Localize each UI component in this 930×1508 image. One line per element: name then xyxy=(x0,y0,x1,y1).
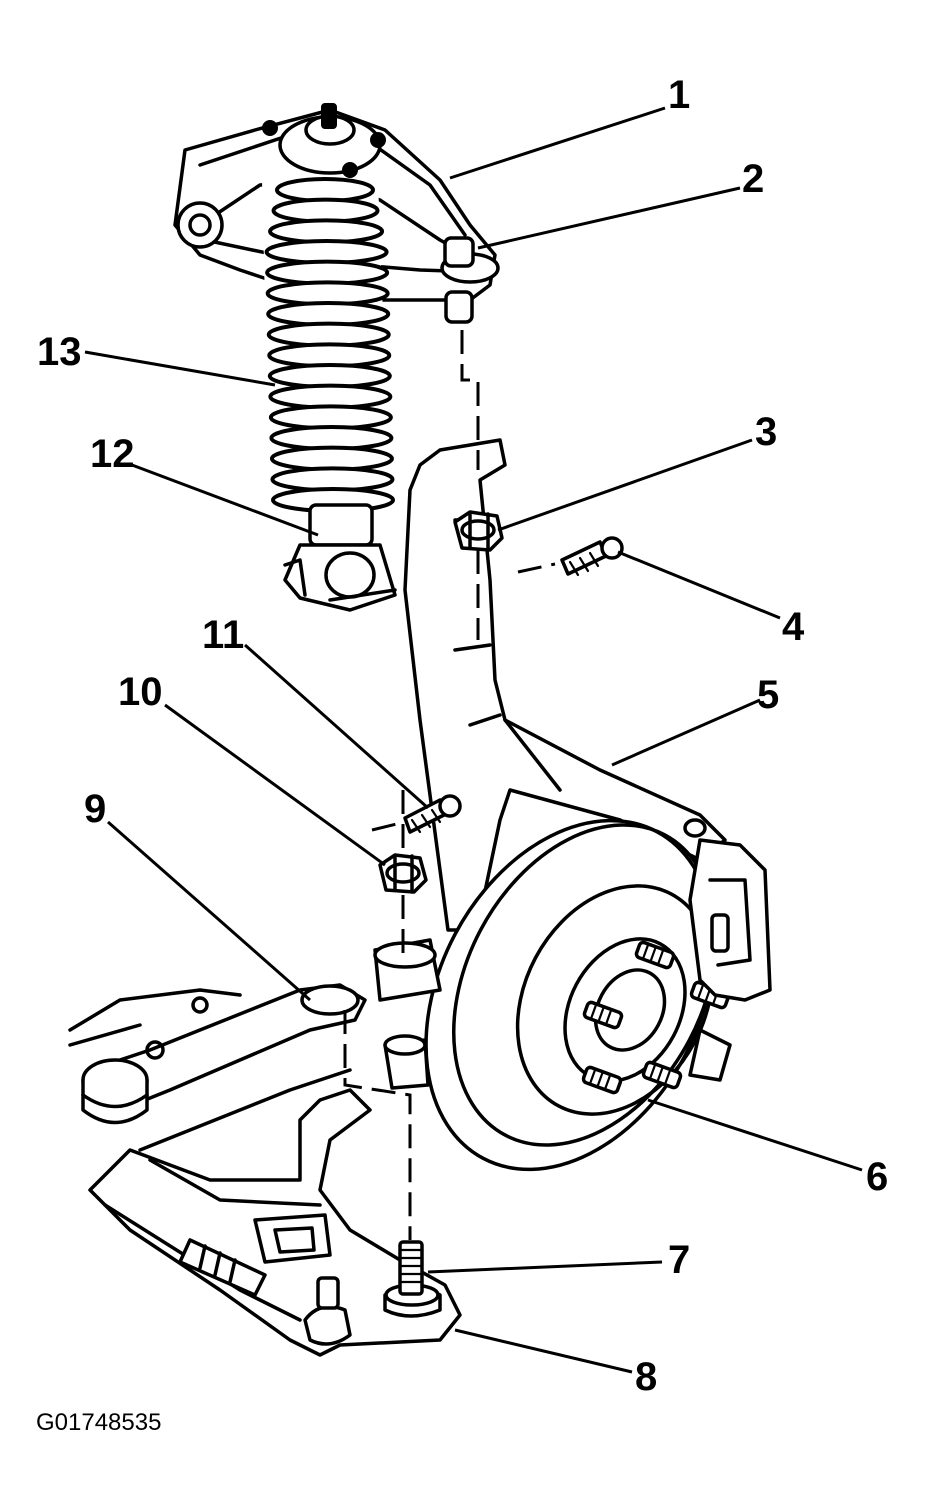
callout-11: 11 xyxy=(202,613,244,657)
callout-9: 9 xyxy=(84,787,106,831)
cotter-pin-lower xyxy=(403,794,462,834)
callout-8: 8 xyxy=(635,1355,657,1399)
alignment-lines xyxy=(343,330,556,1240)
lower-control-arm xyxy=(88,1088,462,1357)
callout-3: 3 xyxy=(755,410,777,454)
callout-12: 12 xyxy=(90,432,135,476)
callouts: 1 2 3 4 5 6 7 8 9 10 11 12 13 xyxy=(37,73,888,1399)
brake-rotor xyxy=(424,818,718,1172)
cotter-pin-upper xyxy=(560,536,624,577)
stabilizer-bar xyxy=(68,983,367,1152)
callout-4: 4 xyxy=(782,605,805,649)
callout-7: 7 xyxy=(668,1238,690,1282)
castle-nut-upper xyxy=(453,510,504,552)
callout-1: 1 xyxy=(668,73,690,117)
callout-5: 5 xyxy=(757,673,779,717)
coil-spring-strut xyxy=(262,177,397,612)
brake-caliper xyxy=(688,838,772,1082)
callout-10: 10 xyxy=(118,670,163,714)
knuckle-lower-boss xyxy=(373,938,442,1090)
castle-nut-lower xyxy=(378,853,428,894)
leader-lines xyxy=(84,106,863,1374)
ball-joint-stud xyxy=(398,1240,424,1296)
figure-id: G01748535 xyxy=(36,1409,161,1436)
callout-13: 13 xyxy=(37,330,82,374)
callout-2: 2 xyxy=(742,157,764,201)
wheel-studs xyxy=(581,940,731,1095)
callout-6: 6 xyxy=(866,1155,888,1199)
